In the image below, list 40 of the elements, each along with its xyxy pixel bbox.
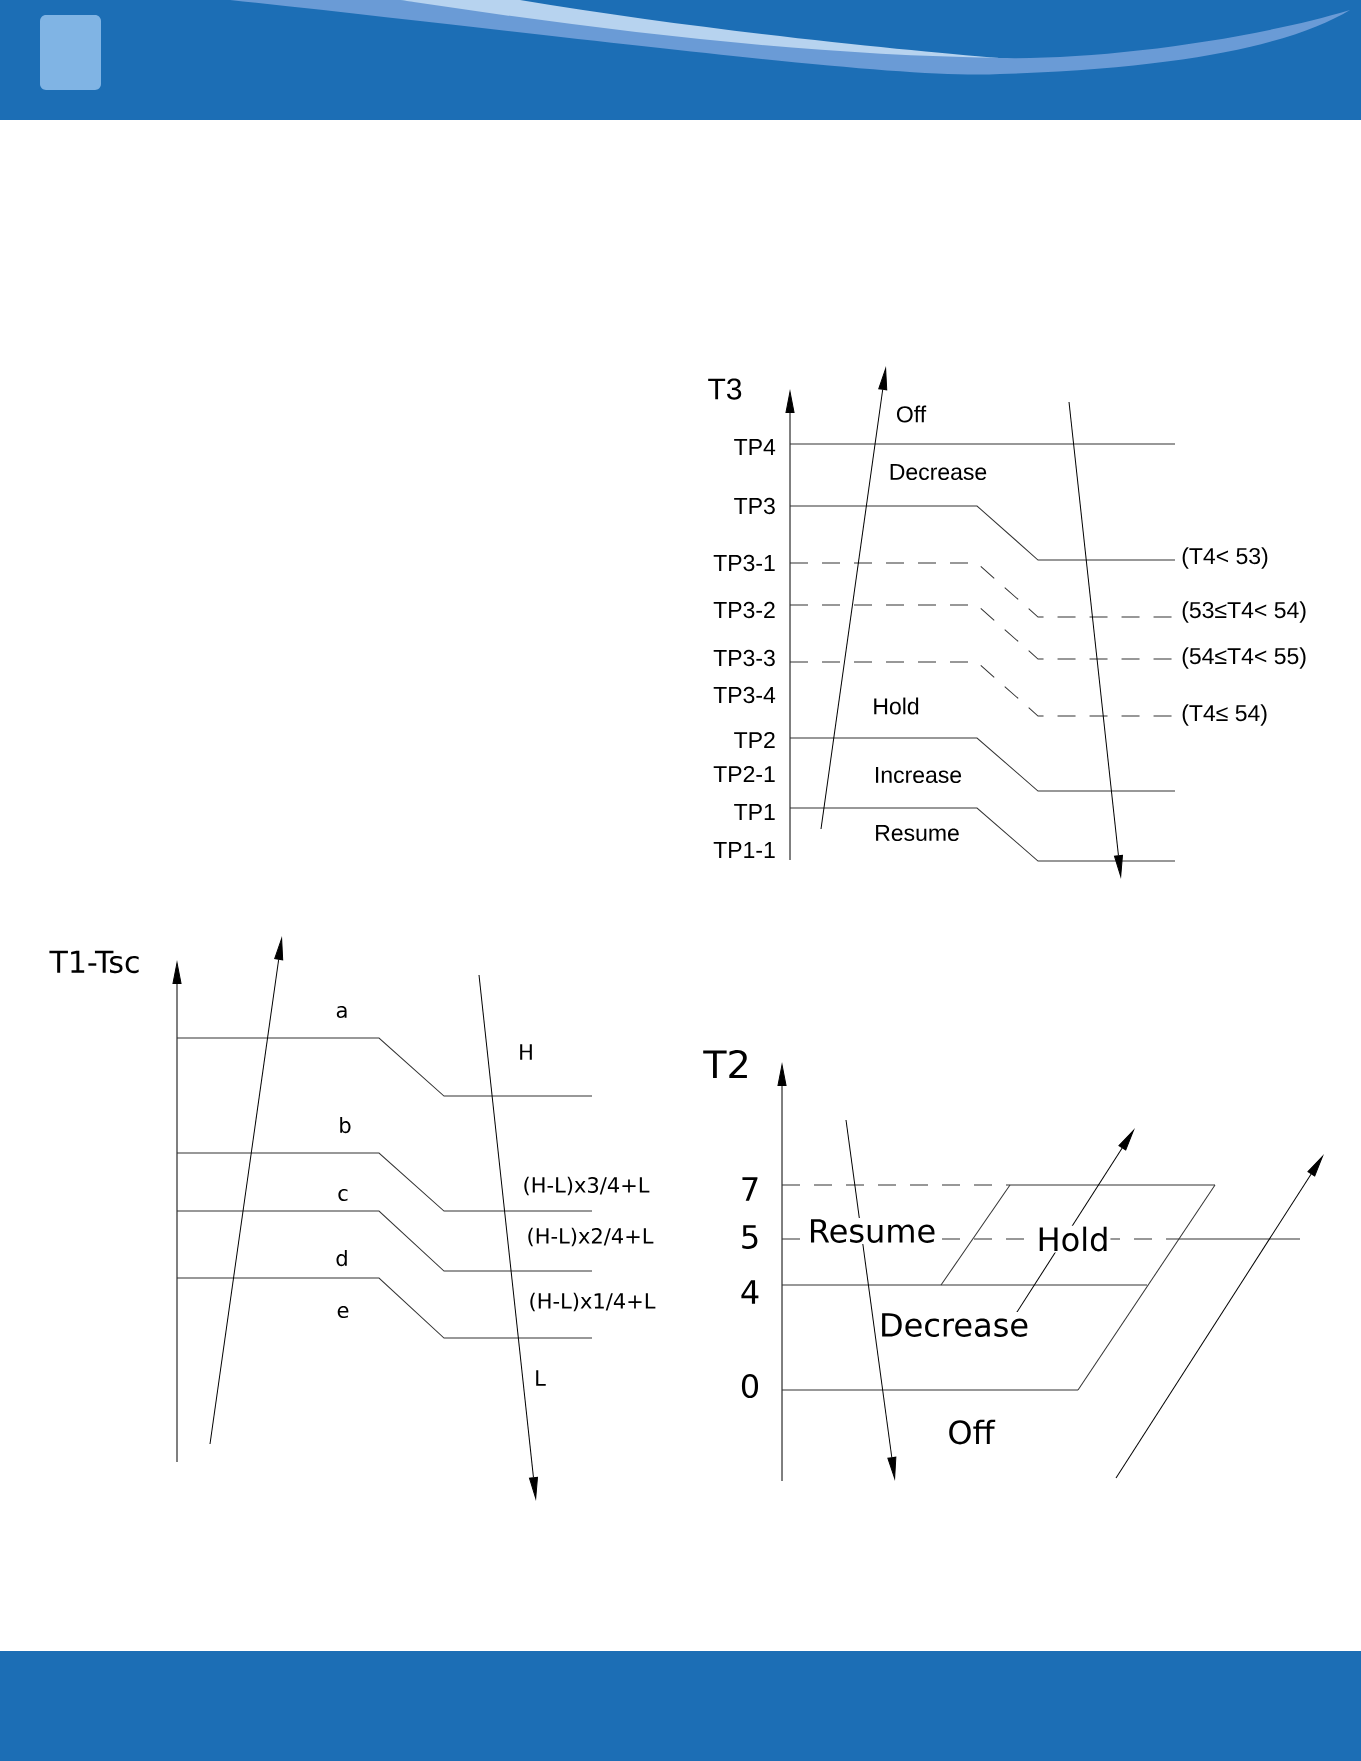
zone-label: Decrease: [887, 463, 989, 482]
threshold-label: TP3-4: [712, 685, 777, 705]
threshold-label: TP1: [732, 803, 777, 821]
zone-label: Off: [946, 1418, 996, 1446]
threshold-label: L: [533, 1369, 547, 1387]
axis-title: T2: [702, 1048, 752, 1080]
zone-label: Hold: [871, 696, 921, 716]
condition-label: (T4≤ 54): [1180, 703, 1269, 727]
axis-title: T3: [706, 377, 744, 401]
threshold-label: (H-L)x1/4+L: [527, 1291, 657, 1313]
zone-label: e: [335, 1305, 351, 1320]
zone-label: Resume: [873, 824, 961, 843]
zone-label: d: [334, 1248, 350, 1268]
threshold-label: (H-L)x3/4+L: [521, 1175, 651, 1197]
zone-label: a: [334, 1005, 350, 1020]
zone-label: b: [337, 1115, 353, 1135]
threshold-label: TP4: [732, 438, 777, 456]
zone-label: Decrease: [878, 1312, 1030, 1338]
threshold-label: TP2-1: [712, 765, 777, 784]
tick-label: 7: [738, 1176, 762, 1202]
tick-label: 4: [738, 1279, 762, 1305]
threshold-label: TP3-1: [712, 553, 777, 573]
zone-label: Resume: [806, 1218, 938, 1244]
threshold-label: TP1-1: [712, 841, 777, 859]
threshold-label: (H-L)x2/4+L: [525, 1226, 655, 1248]
condition-label: (T4< 53): [1180, 546, 1270, 570]
zone-label: Hold: [1035, 1225, 1111, 1253]
zone-label: c: [336, 1188, 350, 1203]
threshold-label: TP3: [732, 496, 777, 516]
axis-title: T1-Tsc: [48, 949, 142, 975]
condition-label: (53≤T4< 54): [1180, 600, 1308, 624]
tick-label: 0: [738, 1372, 762, 1400]
zone-label: Off: [894, 404, 928, 424]
zone-label: Increase: [872, 766, 964, 785]
condition-label: (54≤T4< 55): [1180, 646, 1308, 670]
tick-label: 5: [738, 1224, 762, 1250]
threshold-label: TP3-2: [712, 600, 777, 620]
threshold-label: TP3-3: [712, 648, 777, 668]
threshold-label: H: [517, 1043, 535, 1061]
threshold-label: TP2: [732, 731, 777, 750]
